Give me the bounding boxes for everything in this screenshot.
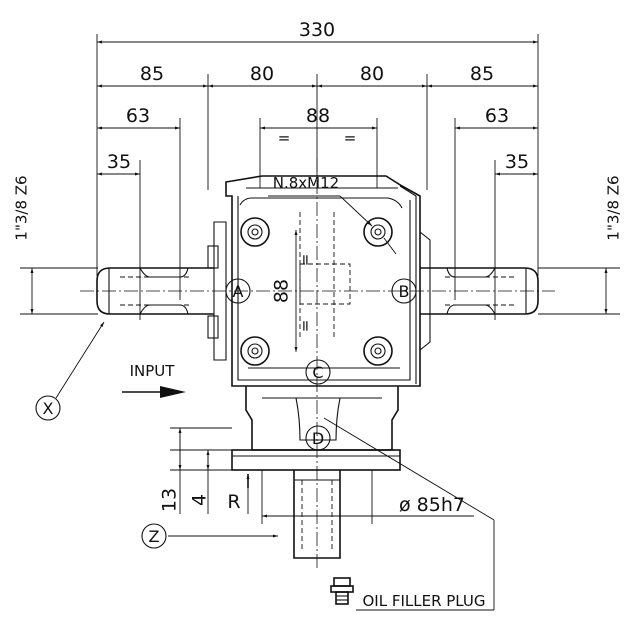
dim-left-35: 35	[107, 151, 131, 173]
circle-label-b: B	[391, 278, 417, 304]
dim-center-88: 88	[306, 105, 330, 127]
input-label: INPUT	[130, 362, 176, 380]
dim-diameter: ø 85h7	[399, 494, 465, 516]
centre-lines	[80, 158, 555, 570]
circle-label-a: A	[225, 278, 251, 304]
oil-plug-leader	[323, 417, 495, 611]
dim-overall-width: 330	[299, 19, 335, 41]
circle-label-d: D	[305, 425, 331, 451]
dim-right-outer: 85	[470, 63, 494, 85]
equal-mark-vertical-top: =	[296, 254, 314, 267]
equal-mark-left: =	[278, 129, 291, 147]
bolt-spec-leader	[268, 195, 397, 255]
dim-left-outer: 85	[140, 63, 164, 85]
extension-lines	[96, 34, 539, 320]
dim-height-13: 13	[159, 488, 181, 512]
dim-height-4: 4	[189, 494, 211, 506]
circle-label-x: X	[35, 395, 61, 421]
svg-text:B: B	[399, 282, 410, 301]
equal-mark-vertical-bottom: =	[296, 320, 314, 333]
dimension-lines	[20, 40, 620, 352]
lower-dimensions	[170, 427, 474, 524]
dim-right-inner: 80	[360, 63, 384, 85]
input-shaft-left	[96, 267, 214, 315]
equal-mark-right: =	[344, 129, 357, 147]
dim-right-63: 63	[485, 105, 509, 127]
bolt-hole	[240, 336, 270, 366]
bolt-hole	[363, 336, 393, 366]
output-shaft-right	[420, 267, 539, 315]
circle-label-c: C	[305, 359, 331, 385]
input-arrow	[122, 386, 186, 398]
svg-text:A: A	[233, 282, 244, 301]
x-callout	[55, 321, 105, 399]
dim-shaft-left: 1"3/8 Z6	[13, 175, 31, 240]
dim-shaft-right: 1"3/8 Z6	[605, 175, 623, 240]
dim-left-63: 63	[126, 105, 150, 127]
dim-vertical-88: 88	[271, 279, 293, 303]
oil-filler-plug-label: OIL FILLER PLUG	[362, 592, 485, 610]
bolt-hole	[240, 217, 270, 247]
svg-text:C: C	[312, 363, 323, 382]
dim-radius-r: R	[227, 491, 240, 513]
svg-text:Z: Z	[149, 527, 160, 546]
oil-filler-plug-icon	[330, 577, 354, 605]
svg-text:D: D	[312, 429, 324, 448]
svg-text:X: X	[43, 399, 54, 418]
bolt-hole	[363, 217, 393, 247]
dim-left-inner: 80	[250, 63, 274, 85]
circle-label-z: Z	[141, 523, 167, 549]
dim-right-35: 35	[505, 151, 529, 173]
dim-bolt-spec: N.8xM12	[273, 174, 339, 192]
